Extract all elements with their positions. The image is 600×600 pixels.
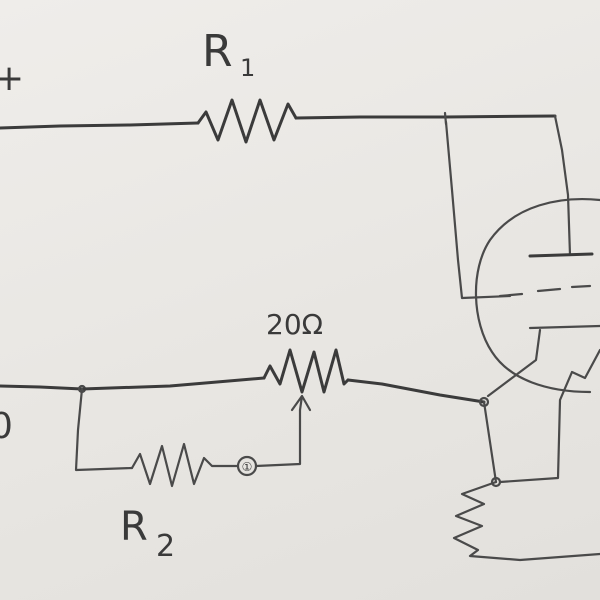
tube-plate	[528, 252, 594, 258]
r2-label: R	[120, 504, 148, 550]
plate-lead	[553, 114, 572, 257]
resistor-r1	[196, 98, 298, 144]
bottom-wire-right	[346, 378, 486, 404]
potentiometer-wiper-arrow	[290, 394, 312, 412]
tube-heater-lead-right	[498, 348, 600, 484]
filament-node	[490, 476, 502, 488]
r1-label: R	[202, 26, 233, 77]
r1-subscript: 1	[240, 54, 255, 82]
top-wire-right	[294, 114, 557, 120]
filament-coil	[452, 480, 600, 562]
tube-grid	[498, 284, 592, 298]
left-top-terminal-label: +	[0, 58, 24, 99]
r2-subscript: 2	[156, 529, 175, 564]
r2-branch-left	[74, 387, 134, 472]
bottom-wire-left	[0, 384, 84, 391]
tube-heater-lead-left	[486, 328, 542, 398]
r2-branch-right	[254, 408, 302, 468]
potentiometer-20-ohm	[262, 348, 350, 394]
tube-envelope	[474, 198, 600, 394]
bottom-wire-mid	[80, 376, 266, 391]
grid-feed-wire	[444, 120, 512, 300]
resistor-r2	[130, 442, 240, 488]
left-bottom-terminal-label: 0	[0, 406, 13, 447]
meter-label: ①	[242, 460, 253, 474]
pot-label: 20Ω	[266, 308, 323, 341]
tube-cathode	[528, 324, 600, 330]
filament-feed	[482, 400, 498, 484]
top-wire-left	[0, 121, 200, 130]
